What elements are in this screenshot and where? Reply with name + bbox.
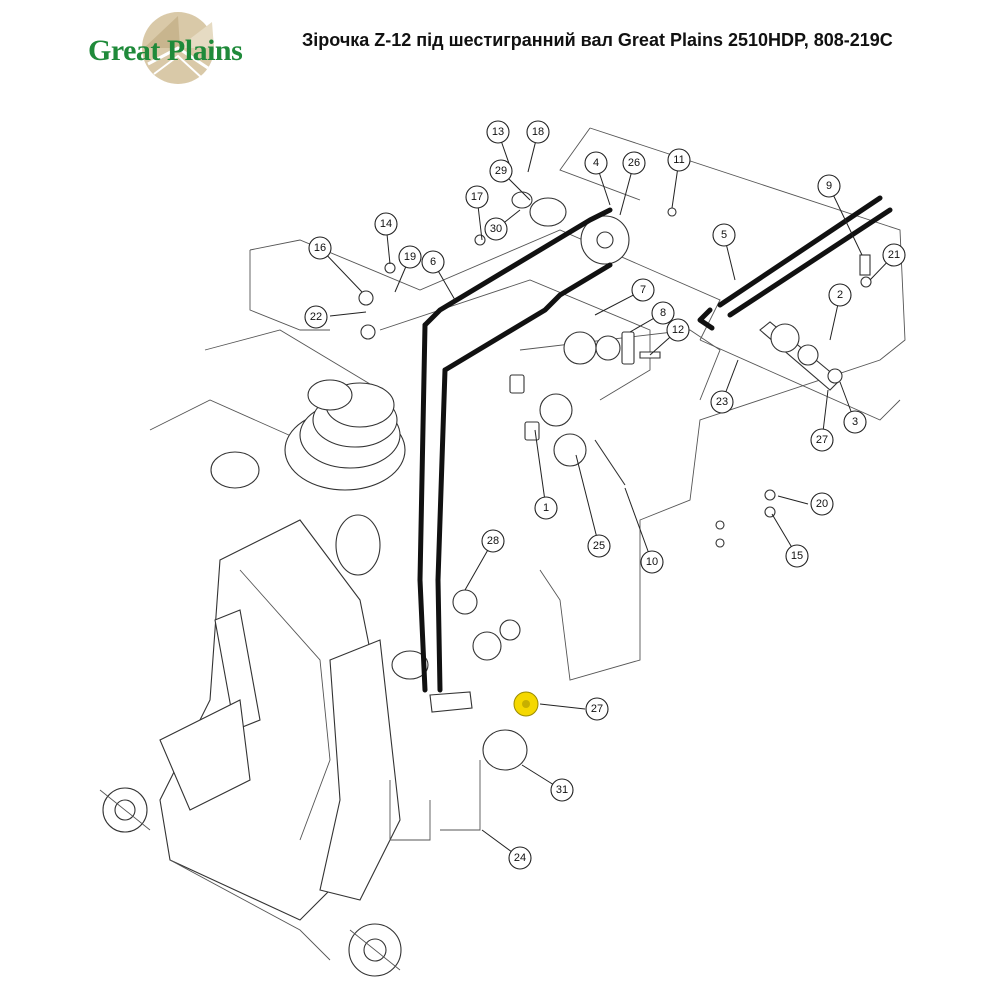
svg-text:27: 27 [591,703,603,715]
callout-8: 8 [651,301,675,325]
wheel-hubs [99,787,402,977]
callout-24: 24 [508,846,532,870]
callout-19: 19 [398,245,422,269]
logo-wordmark: Great Plains [88,34,243,67]
callout-1: 1 [534,496,558,520]
callout-4: 4 [584,151,608,175]
highlighted-sprocket-27 [513,691,539,717]
callout-6: 6 [421,250,445,274]
callout-20: 20 [810,492,834,516]
svg-text:22: 22 [310,311,322,323]
svg-text:30: 30 [490,223,502,235]
svg-text:4: 4 [593,157,599,169]
callout-3: 3 [843,410,867,434]
washer-28 [452,589,478,615]
callout-25: 25 [587,534,611,558]
svg-text:31: 31 [556,784,568,796]
callout-12: 12 [666,318,690,342]
callout-17: 17 [465,185,489,209]
page-header: Great Plains Зірочка Z-12 під шестигранн… [0,0,1000,100]
callout-7: 7 [631,278,655,302]
cap-31 [482,729,528,771]
svg-text:27: 27 [816,434,828,446]
svg-text:8: 8 [660,307,666,319]
svg-text:5: 5 [721,229,727,241]
parts-diagram: 13 18 29 4 26 11 17 30 14 19 16 6 22 9 5… [0,100,1000,1000]
brand-logo: Great Plains [88,8,264,88]
callout-group: 13 18 29 4 26 11 17 30 14 19 16 6 22 9 5… [304,120,906,870]
svg-text:19: 19 [404,251,416,263]
callout-23: 23 [710,390,734,414]
svg-text:3: 3 [852,416,858,428]
callout-14: 14 [374,212,398,236]
callout-27-upper: 27 [810,428,834,452]
sprockets-and-hardware [358,191,872,548]
callout-9: 9 [817,174,841,198]
svg-text:12: 12 [672,324,684,336]
svg-text:7: 7 [640,284,646,296]
drive-chains [417,195,893,693]
callout-18: 18 [526,120,550,144]
cluster-sprockets [210,379,406,576]
svg-text:24: 24 [514,852,526,864]
callout-15: 15 [785,544,809,568]
exploded-view-drawing: 13 18 29 4 26 11 17 30 14 19 16 6 22 9 5… [99,120,906,977]
callout-16: 16 [308,236,332,260]
svg-text:1: 1 [543,502,549,514]
svg-text:17: 17 [471,191,483,203]
callout-2: 2 [828,283,852,307]
callout-30: 30 [484,217,508,241]
logo-sun-icon [142,12,214,84]
callout-22: 22 [304,305,328,329]
callout-5: 5 [712,223,736,247]
hitch-frame [159,519,401,961]
svg-text:29: 29 [495,165,507,177]
svg-text:20: 20 [816,498,828,510]
svg-text:28: 28 [487,535,499,547]
svg-text:23: 23 [716,396,728,408]
callout-11: 11 [667,148,691,172]
callout-29: 29 [489,159,513,183]
svg-text:9: 9 [826,180,832,192]
svg-text:25: 25 [593,540,605,552]
callout-31: 31 [550,778,574,802]
svg-text:21: 21 [888,249,900,261]
svg-text:15: 15 [791,550,803,562]
svg-text:18: 18 [532,126,544,138]
svg-text:14: 14 [380,218,392,230]
callout-28: 28 [481,529,505,553]
page-title: Зірочка Z-12 під шестигранний вал Great … [302,30,893,50]
callout-26: 26 [622,151,646,175]
callout-21: 21 [882,243,906,267]
callout-13: 13 [486,120,510,144]
svg-text:10: 10 [646,556,658,568]
callout-10: 10 [640,550,664,574]
svg-text:16: 16 [314,242,326,254]
lower-shaft-assembly [389,589,528,841]
svg-text:13: 13 [492,126,504,138]
svg-text:6: 6 [430,256,436,268]
callout-27-lower: 27 [585,697,609,721]
svg-text:11: 11 [673,154,684,166]
svg-text:26: 26 [628,157,640,169]
svg-text:2: 2 [837,289,843,301]
